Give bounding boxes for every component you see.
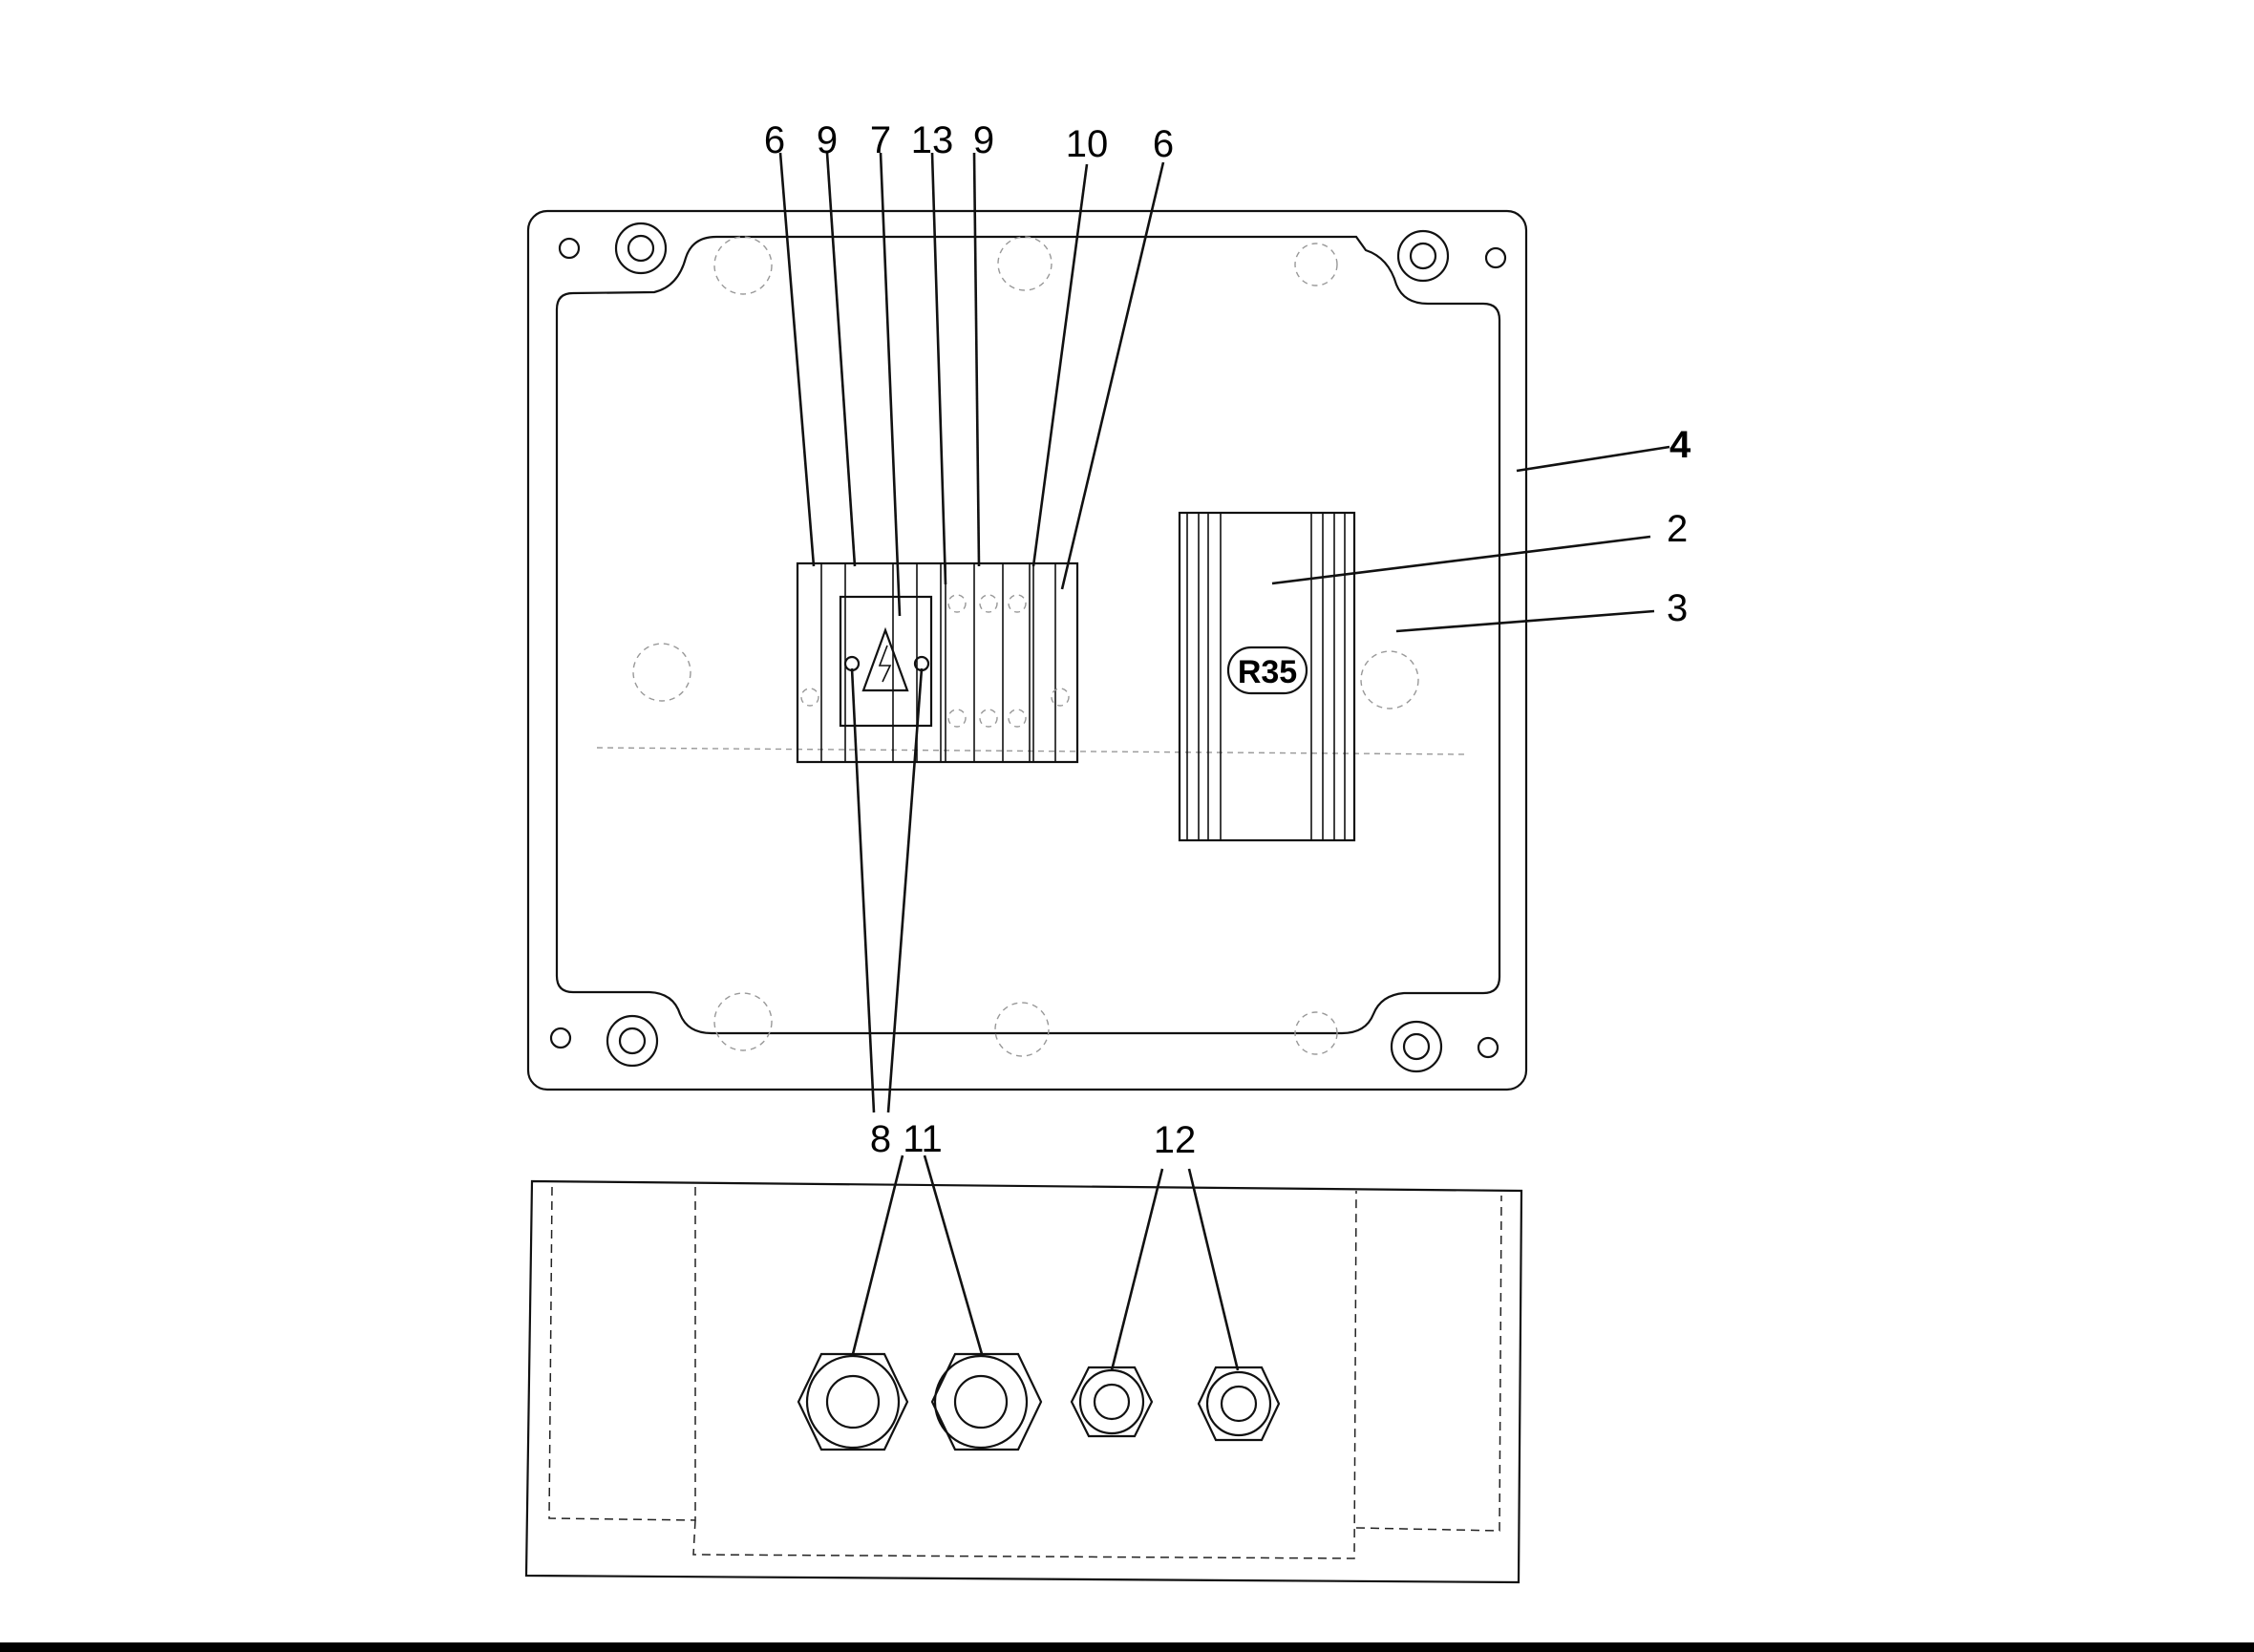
callout-9-right: 9 <box>973 119 994 161</box>
high-voltage-warning-icon <box>861 626 909 692</box>
cable-gland-large-1 <box>797 1352 909 1451</box>
cable-gland-small-1 <box>1070 1366 1154 1438</box>
front-view-outline <box>524 1179 1523 1584</box>
front-view-hidden-right <box>1355 1195 1502 1532</box>
cable-gland-large-2 <box>930 1352 1043 1451</box>
callout-3: 3 <box>1667 587 1688 629</box>
cable-gland-small-2 <box>1197 1366 1281 1442</box>
corner-screws <box>549 222 1507 1073</box>
callout-13: 13 <box>911 119 954 161</box>
callout-11: 11 <box>903 1118 943 1160</box>
callout-2: 2 <box>1667 508 1688 550</box>
terminal-block <box>796 561 1079 764</box>
enclosure-outer-outline <box>526 209 1528 1091</box>
hidden-mounting-pillars <box>596 236 1467 1057</box>
callout-10: 10 <box>1066 123 1109 165</box>
callout-6-right: 6 <box>1153 123 1174 165</box>
r35-badge <box>1226 646 1308 695</box>
callout-8: 8 <box>870 1118 891 1160</box>
enclosure-front-view <box>524 1154 1523 1584</box>
enclosure-top-view: R35 <box>526 152 1670 1113</box>
front-view-hidden-center <box>692 1190 1357 1559</box>
callout-4: 4 <box>1669 424 1691 466</box>
leader-lines-top <box>778 152 1670 1113</box>
front-view-hidden-left <box>548 1186 696 1521</box>
component-r35: R35 <box>1178 511 1356 842</box>
r35-marking: R35 <box>1238 654 1297 690</box>
terminal-cover <box>839 595 933 728</box>
callout-9-left: 9 <box>817 119 838 161</box>
callout-numbers: 6 9 7 13 9 10 6 4 2 3 8 11 12 <box>764 119 1691 1161</box>
leader-lines-bottom <box>851 1154 1240 1371</box>
callout-12: 12 <box>1154 1119 1197 1161</box>
callout-7: 7 <box>870 119 891 161</box>
page-bottom-rule <box>0 1642 2254 1652</box>
enclosure-inner-seal <box>555 235 1501 1035</box>
callout-6-left: 6 <box>764 119 785 161</box>
